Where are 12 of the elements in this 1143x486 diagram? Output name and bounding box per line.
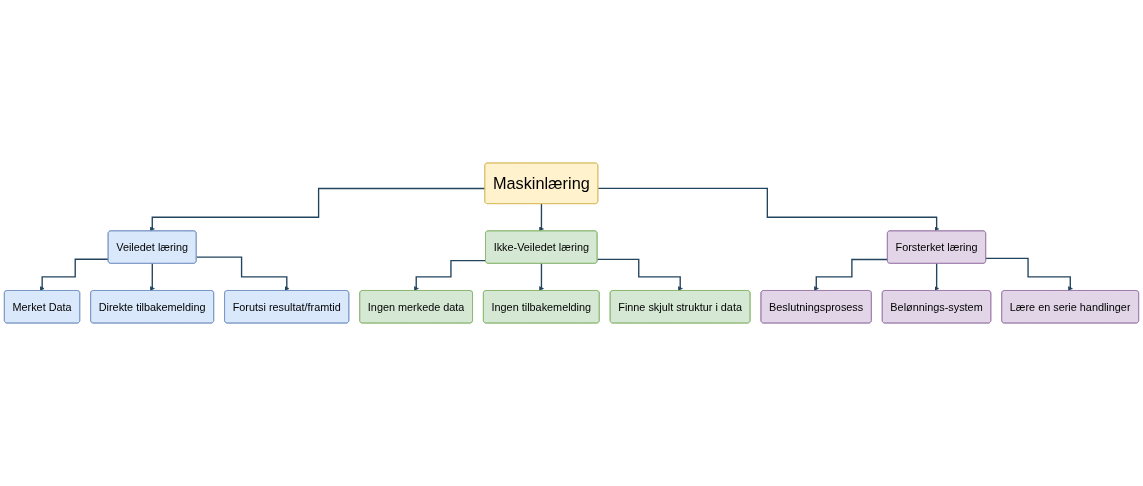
arrow	[985, 257, 1073, 291]
arrow	[413, 259, 487, 291]
arrow	[150, 187, 486, 232]
arrow	[597, 187, 940, 232]
arrow	[934, 262, 940, 291]
arrow	[596, 258, 683, 291]
arrow	[39, 258, 110, 291]
arrow	[814, 258, 889, 291]
arrow	[539, 203, 544, 232]
arrow	[150, 262, 155, 291]
arrow	[539, 262, 544, 291]
arrow	[195, 256, 290, 291]
